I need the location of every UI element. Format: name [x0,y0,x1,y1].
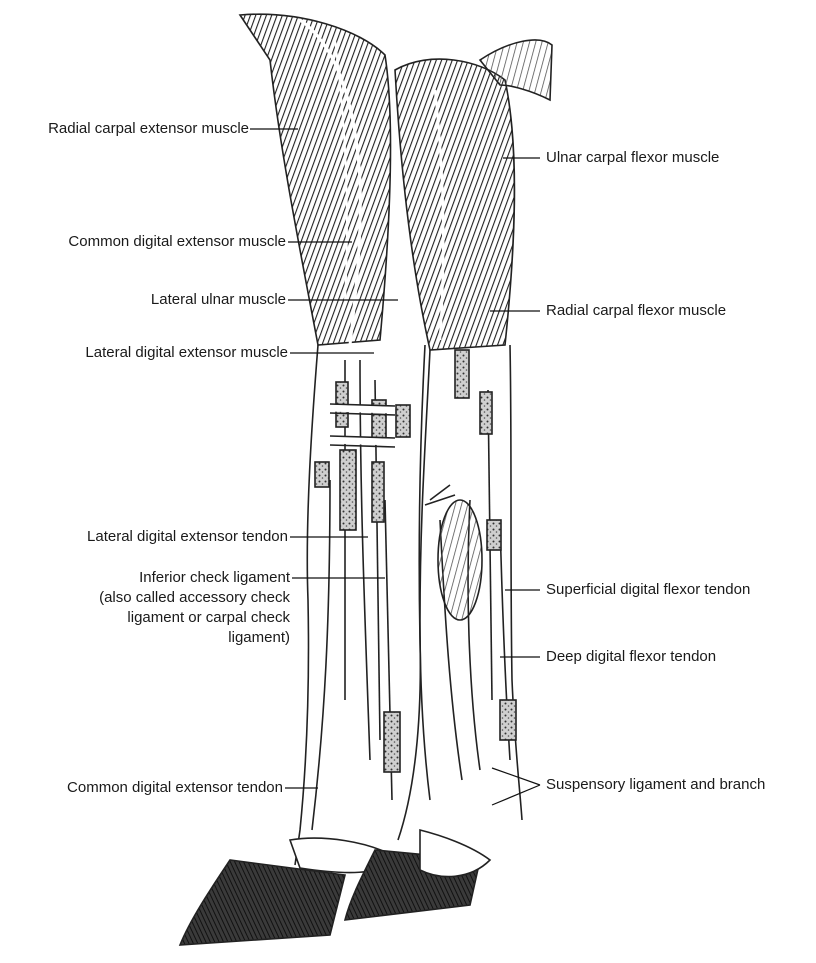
left-leg [180,14,425,945]
label-superficial-digital-flexor-tendon: Superficial digital flexor tendon [546,580,750,600]
label-lateral-digital-extensor-tendon: Lateral digital extensor tendon [87,527,288,547]
label-common-digital-extensor-muscle: Common digital extensor muscle [68,232,286,252]
label-suspensory-ligament-and-branch: Suspensory ligament and branch [546,775,765,795]
label-radial-carpal-flexor-muscle: Radial carpal flexor muscle [546,301,726,321]
label-inferior-check-ligament-line-1: Inferior check ligament [99,568,290,588]
leader-suspensory-2 [492,785,540,805]
label-lateral-digital-extensor-muscle: Lateral digital extensor muscle [85,343,288,363]
label-ulnar-carpal-flexor-muscle: Ulnar carpal flexor muscle [546,148,719,168]
label-deep-digital-flexor-tendon: Deep digital flexor tendon [546,647,716,667]
label-inferior-check-ligament: Inferior check ligament (also called acc… [99,568,290,648]
label-inferior-check-ligament-line-4: ligament) [99,628,290,648]
label-inferior-check-ligament-line-3: ligament or carpal check [99,608,290,628]
label-inferior-check-ligament-line-2: (also called accessory check [99,588,290,608]
leader-suspensory-1 [492,768,540,785]
label-common-digital-extensor-tendon: Common digital extensor tendon [67,778,283,798]
label-radial-carpal-extensor-muscle: Radial carpal extensor muscle [48,119,249,139]
label-lateral-ulnar-muscle: Lateral ulnar muscle [151,290,286,310]
